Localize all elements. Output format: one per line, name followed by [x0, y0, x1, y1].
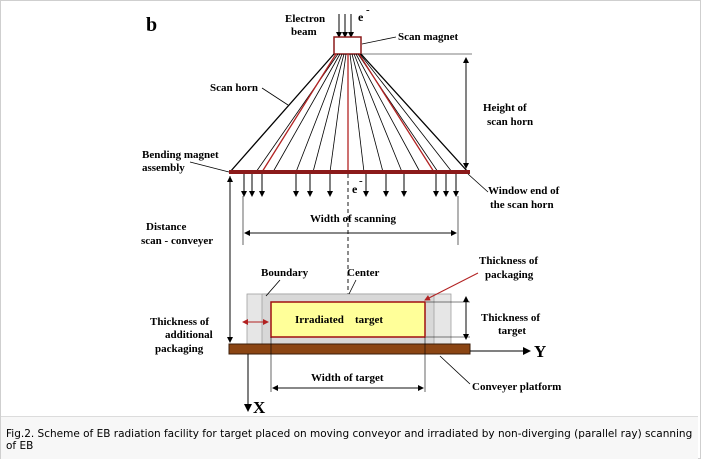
horn-right-edge [360, 53, 469, 173]
caption-background [1, 416, 698, 459]
scan-magnet-label: Scan magnet [398, 31, 459, 43]
distance-label-2: scan - conveyer [141, 235, 213, 247]
conveyer-leader [439, 355, 471, 385]
thickness-add-label-1: Thickness of [150, 316, 209, 328]
bending-label-1: Bending magnet [142, 149, 219, 161]
bending-leader [189, 161, 230, 173]
thickness-target-label-2: target [498, 325, 526, 337]
window-label-1: Window end of [488, 185, 560, 197]
panel-letter: b [146, 14, 157, 36]
x-axis-label: X [253, 398, 266, 417]
e-bottom-superscript: - [359, 175, 363, 187]
window-label-2: the scan horn [490, 199, 554, 211]
thickness-pack-leader [424, 272, 479, 301]
height-label-2: scan horn [487, 116, 533, 128]
irradiated-label: Irradiated [295, 314, 344, 326]
conveyer-platform [228, 343, 471, 355]
parallel-beam-arrows [241, 174, 459, 197]
center-label: Center [347, 267, 379, 279]
width-target-label: Width of target [311, 372, 384, 384]
height-label-1: Height of [483, 102, 527, 114]
conveyer-label: Conveyer platform [472, 381, 561, 393]
thickness-add-label-2: additional [165, 329, 213, 341]
distance-label-1: Distance [146, 221, 186, 233]
boundary-leader [265, 279, 281, 297]
width-scanning-label: Width of scanning [310, 213, 396, 225]
electron-beam-label-2: beam [291, 26, 317, 38]
scan-magnet-leader [361, 36, 397, 45]
thickness-pack-label-1: Thickness of [479, 255, 538, 267]
thickness-add-label-3: packaging [155, 343, 204, 355]
y-axis-label: Y [534, 342, 546, 361]
window-leader [467, 173, 489, 193]
target-label: target [355, 314, 383, 326]
bending-label-2: assembly [142, 162, 185, 174]
horn-left-edge [229, 53, 335, 173]
e-bottom-label: e [352, 182, 358, 196]
figure-caption: Fig.2. Scheme of EB radiation facility f… [6, 428, 693, 452]
scan-window-bar [229, 170, 470, 174]
e-top-label: e [358, 10, 364, 24]
horn-red-lines [261, 53, 435, 173]
scan-horn-label: Scan horn [210, 82, 258, 94]
thickness-target-label-1: Thickness of [481, 312, 540, 324]
electron-beam-label-1: Electron [285, 13, 325, 25]
thickness-pack-label-2: packaging [485, 269, 534, 281]
scan-magnet-box [333, 36, 362, 55]
boundary-label: Boundary [261, 267, 309, 279]
e-top-superscript: - [366, 4, 370, 16]
scan-horn-leader [261, 87, 289, 106]
irradiated-target [270, 301, 426, 338]
center-leader [348, 279, 357, 295]
